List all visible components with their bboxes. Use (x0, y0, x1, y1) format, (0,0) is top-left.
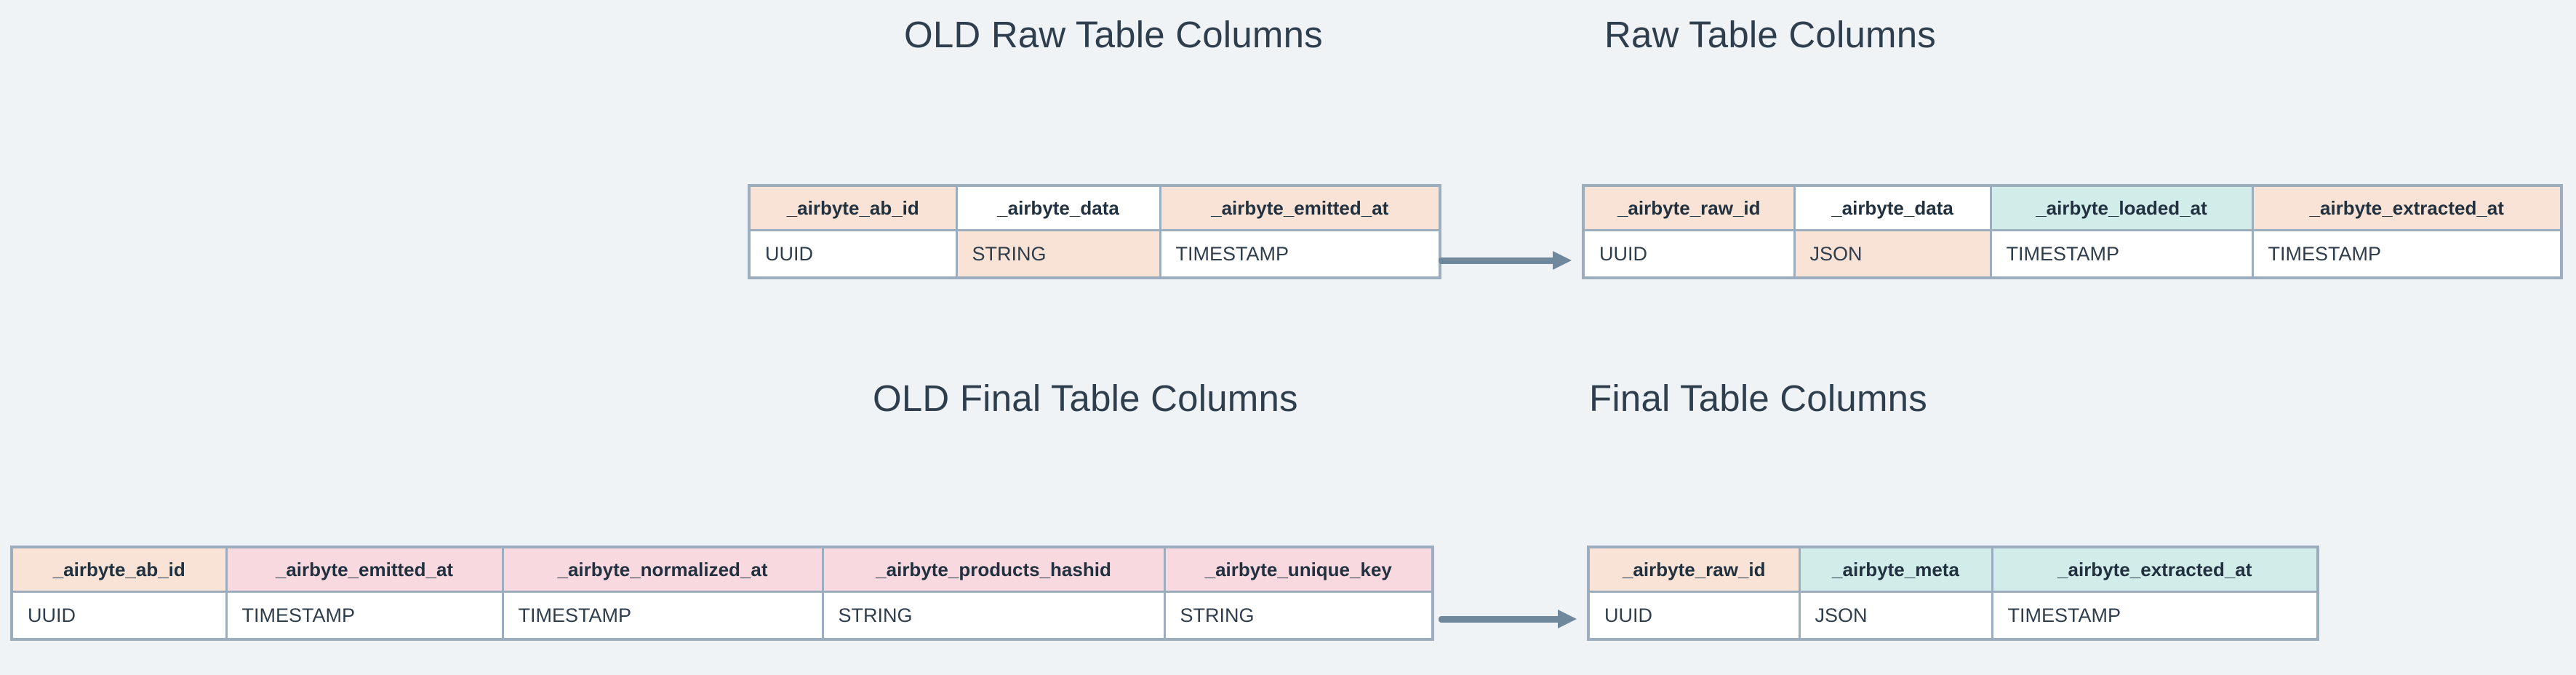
column-header-airbyte-data: _airbyte_data (1793, 184, 1992, 231)
arrow-head (1558, 610, 1577, 628)
column-type-airbyte-data: JSON (1793, 229, 1992, 279)
column-header-airbyte-extracted-at: _airbyte_extracted_at (1991, 546, 2319, 593)
column-header-airbyte-ab-id: _airbyte_ab_id (748, 184, 958, 231)
column-header-airbyte-normalized-at: _airbyte_normalized_at (501, 546, 824, 593)
column-header-airbyte-unique-key: _airbyte_unique_key (1163, 546, 1434, 593)
column-type-airbyte-emitted-at: TIMESTAMP (1159, 229, 1441, 279)
table-new-final-columns: _airbyte_raw_id_airbyte_meta_airbyte_ext… (1587, 546, 2319, 641)
page-title-new-raw-table: Raw Table Columns (1604, 14, 1937, 55)
column-type-airbyte-normalized-at: TIMESTAMP (501, 591, 824, 641)
arrow-shaft (1439, 257, 1559, 264)
column-header-airbyte-extracted-at: _airbyte_extracted_at (2251, 184, 2563, 231)
table-header-row: _airbyte_ab_id_airbyte_data_airbyte_emit… (748, 184, 1441, 231)
arrow-right-icon-raw (1439, 251, 1572, 270)
column-type-airbyte-loaded-at: TIMESTAMP (1989, 229, 2254, 279)
column-type-airbyte-extracted-at: TIMESTAMP (1991, 591, 2319, 641)
column-type-airbyte-ab-id: UUID (10, 591, 228, 641)
table-old-raw-columns: _airbyte_ab_id_airbyte_data_airbyte_emit… (748, 184, 1441, 279)
table-header-row: _airbyte_raw_id_airbyte_data_airbyte_loa… (1582, 184, 2563, 231)
column-header-airbyte-raw-id: _airbyte_raw_id (1582, 184, 1796, 231)
column-type-airbyte-unique-key: STRING (1163, 591, 1434, 641)
column-type-airbyte-raw-id: UUID (1582, 229, 1796, 279)
column-header-airbyte-raw-id: _airbyte_raw_id (1587, 546, 1801, 593)
column-type-airbyte-ab-id: UUID (748, 229, 958, 279)
arrow-shaft (1439, 616, 1564, 623)
column-header-airbyte-products-hashid: _airbyte_products_hashid (821, 546, 1166, 593)
column-header-airbyte-data: _airbyte_data (955, 184, 1161, 231)
column-header-airbyte-emitted-at: _airbyte_emitted_at (1159, 184, 1441, 231)
arrow-right-icon-final (1439, 610, 1577, 628)
column-type-airbyte-emitted-at: TIMESTAMP (225, 591, 504, 641)
column-header-airbyte-meta: _airbyte_meta (1798, 546, 1993, 593)
column-type-airbyte-products-hashid: STRING (821, 591, 1166, 641)
arrow-head (1553, 251, 1572, 270)
table-header-row: _airbyte_raw_id_airbyte_meta_airbyte_ext… (1587, 546, 2319, 593)
page-title-new-final-table: Final Table Columns (1589, 378, 1927, 419)
column-type-airbyte-meta: JSON (1798, 591, 1993, 641)
table-header-row: _airbyte_ab_id_airbyte_emitted_at_airbyt… (10, 546, 1434, 593)
page-title-old-final-table: OLD Final Table Columns (873, 378, 1298, 419)
column-header-airbyte-emitted-at: _airbyte_emitted_at (225, 546, 504, 593)
column-type-airbyte-data: STRING (955, 229, 1161, 279)
column-header-airbyte-ab-id: _airbyte_ab_id (10, 546, 228, 593)
column-type-airbyte-raw-id: UUID (1587, 591, 1801, 641)
table-old-final-columns: _airbyte_ab_id_airbyte_emitted_at_airbyt… (10, 546, 1434, 641)
page-title-old-raw-table: OLD Raw Table Columns (904, 14, 1323, 55)
column-type-airbyte-extracted-at: TIMESTAMP (2251, 229, 2563, 279)
table-new-raw-columns: _airbyte_raw_id_airbyte_data_airbyte_loa… (1582, 184, 2563, 279)
column-header-airbyte-loaded-at: _airbyte_loaded_at (1989, 184, 2254, 231)
